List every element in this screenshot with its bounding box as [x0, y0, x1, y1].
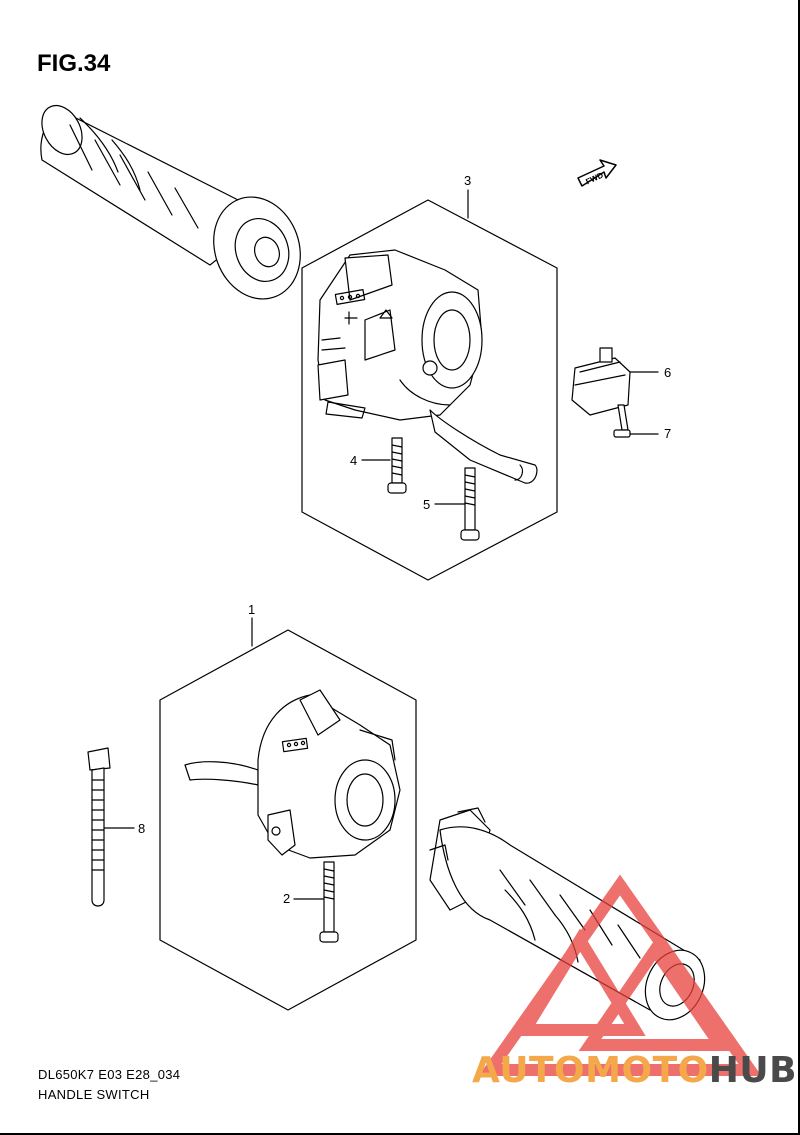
screw-2	[293, 861, 339, 943]
cable-tie-8	[87, 747, 135, 907]
callout-3: 3	[464, 173, 471, 188]
handle-grip-top	[40, 104, 301, 300]
section-name: HANDLE SWITCH	[38, 1087, 150, 1102]
forward-arrow-icon	[577, 159, 617, 187]
left-handle-switch	[184, 689, 401, 859]
callout-6: 6	[664, 365, 671, 380]
watermark-text-automoto: AUTOMOTO	[472, 1050, 709, 1091]
assembly-group-3-outline	[301, 199, 558, 581]
callout-8: 8	[138, 821, 145, 836]
watermark-text-hub: HUB	[708, 1050, 798, 1091]
model-code: DL650K7 E03 E28_034	[38, 1067, 181, 1082]
screw-4	[361, 437, 407, 494]
relay-connector-6	[571, 347, 659, 416]
watermark-text: AUTOMOTOHUB	[472, 1050, 797, 1091]
callout-7: 7	[664, 426, 671, 441]
figure-title: FIG.34	[37, 50, 111, 77]
assembly-group-1-outline	[159, 629, 417, 1011]
callout-5: 5	[423, 497, 430, 512]
screw-5	[434, 467, 480, 541]
watermark-logo	[478, 874, 762, 1076]
callout-1: 1	[248, 602, 255, 617]
callout-2: 2	[283, 891, 290, 906]
callout-4: 4	[350, 453, 357, 468]
right-handle-switch	[317, 249, 538, 484]
tapping-screw-7	[613, 404, 659, 438]
